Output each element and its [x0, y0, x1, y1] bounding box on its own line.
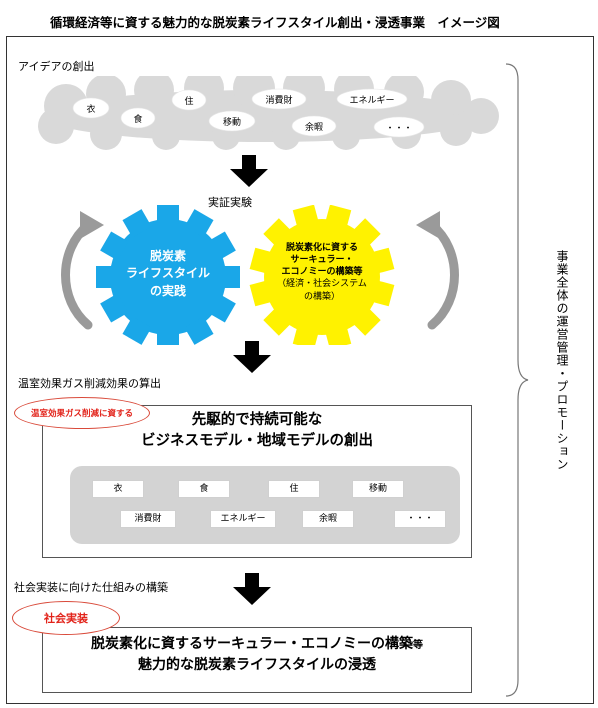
yellow-gear-label: 脱炭素化に資する サーキュラー・ エコノミーの構築等 （経済・社会システム の構…: [277, 243, 367, 302]
chip-leisure: 余暇: [302, 510, 354, 528]
section-social-label: 社会実装に向けた仕組みの構築: [14, 581, 168, 594]
chip-etc: ・・・: [394, 510, 446, 528]
right-cycle-arrow-icon: [416, 211, 440, 239]
cloud-item-leisure: 余暇: [304, 123, 323, 133]
gears-diagram: [61, 205, 459, 345]
left-cycle-arrow-icon: [80, 211, 104, 239]
section-idea-label: アイデアの創出: [18, 60, 95, 73]
category-area: 衣 食 住 移動 消費財 エネルギー 余暇 ・・・: [70, 466, 460, 544]
cloud-item-energy: エネルギー: [349, 96, 395, 106]
chip-housing: 住: [268, 480, 320, 498]
cloud-item-clothing: 衣: [86, 105, 96, 115]
social-implementation-box: [42, 627, 472, 693]
arrow-down-icon: [230, 155, 268, 187]
business-model-title: 先駆的で持続可能な ビジネスモデル・地域モデルの創出: [141, 412, 373, 450]
cloud-item-etc: ・・・: [385, 124, 413, 134]
page-title: 循環経済等に資する魅力的な脱炭素ライフスタイル創出・浸透事業 イメージ図: [50, 15, 500, 30]
chip-consumer-goods: 消費財: [120, 510, 176, 528]
social-implementation-text: 脱炭素化に資するサーキュラー・エコノミーの構築等 魅力的な脱炭素ライフスタイルの…: [91, 636, 423, 673]
chip-food: 食: [178, 480, 230, 498]
chip-energy: エネルギー: [210, 510, 276, 528]
yellow-gear-icon: [249, 205, 395, 345]
chip-mobility: 移動: [352, 480, 404, 498]
cloud-item-consumer-goods: 消費財: [265, 96, 293, 106]
arrow-down-icon: [233, 573, 271, 605]
section-demo-label: 実証実験: [208, 196, 252, 209]
outer-frame: [6, 36, 594, 704]
side-label: 事業全体の運営管理・プロモーション: [555, 250, 569, 471]
brace-icon: [505, 63, 529, 697]
cloud-item-food: 食: [133, 115, 143, 125]
cloud-item-mobility: 移動: [222, 118, 241, 128]
blue-gear-icon: [96, 205, 240, 345]
blue-gear-label: 脱炭素 ライフスタイル の実践: [125, 249, 210, 298]
cloud-item-housing: 住: [184, 97, 194, 107]
callout-ghg: 温室効果ガス削減に資する: [14, 397, 150, 429]
chip-clothing: 衣: [92, 480, 144, 498]
idea-cloud: [38, 76, 499, 150]
section-ghg-label: 温室効果ガス削減効果の算出: [18, 377, 161, 390]
arrow-down-icon: [233, 341, 271, 373]
callout-social: 社会実装: [12, 601, 120, 635]
